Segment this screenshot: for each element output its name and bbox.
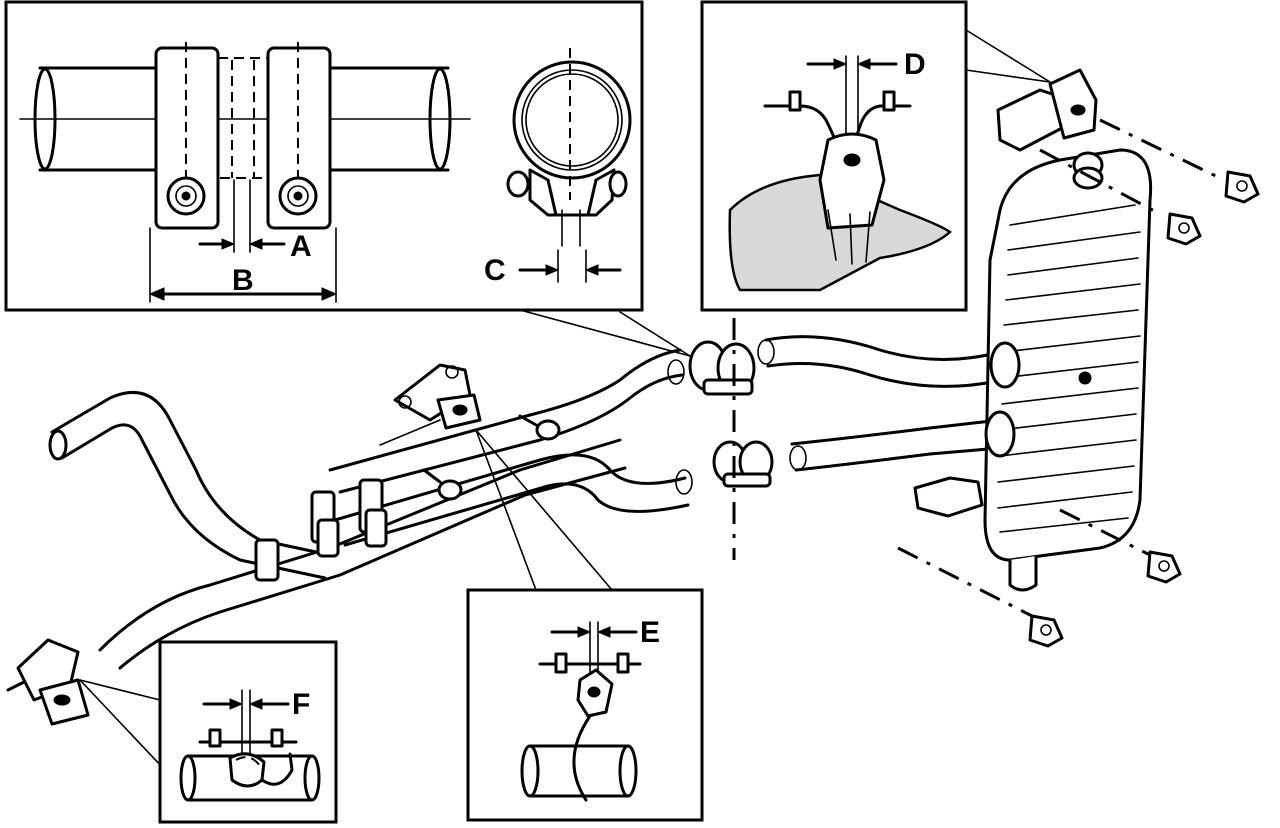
lower-joint-clamp bbox=[675, 440, 807, 495]
label-a: A bbox=[290, 230, 312, 263]
nut-icon bbox=[166, 176, 206, 216]
joint-clamps bbox=[667, 339, 807, 495]
upper-joint-clamp bbox=[667, 339, 775, 396]
inset-clamp-detail: A B C bbox=[4, 0, 644, 312]
bolt-icon bbox=[1028, 614, 1064, 648]
lower-pipe bbox=[98, 438, 627, 670]
bolt-icon bbox=[1146, 550, 1182, 584]
rear-bolts bbox=[1028, 170, 1260, 648]
rear-lower-bracket bbox=[897, 476, 1151, 622]
inset-center-hanger-detail: E bbox=[466, 588, 704, 822]
nut-icon bbox=[278, 176, 318, 216]
label-d: D bbox=[904, 48, 926, 81]
bolt-icon bbox=[1224, 170, 1260, 204]
inset-frame-f bbox=[158, 640, 338, 824]
label-e: E bbox=[640, 616, 660, 649]
clamp-end-view bbox=[506, 48, 632, 247]
front-hanger bbox=[6, 638, 90, 726]
bolt-icon bbox=[422, 468, 463, 501]
label-f: F bbox=[292, 688, 310, 721]
label-c: C bbox=[484, 254, 506, 287]
main-exhaust-assembly bbox=[6, 29, 1260, 823]
bolt-icon bbox=[1166, 212, 1202, 246]
center-bracket bbox=[379, 363, 482, 446]
front-downpipe bbox=[48, 390, 332, 580]
center-bolts bbox=[422, 414, 561, 501]
bolt-icon bbox=[518, 414, 561, 441]
rear-muffler bbox=[983, 148, 1153, 592]
twin-middle-pipes bbox=[328, 348, 690, 547]
inset-front-hanger-detail: F bbox=[158, 640, 338, 824]
pipe-clamps bbox=[254, 478, 388, 582]
rear-inlet-pipes bbox=[764, 335, 1004, 472]
inset-rear-hanger-detail: D bbox=[700, 0, 968, 312]
label-b: B bbox=[232, 264, 254, 297]
rear-upper-bracket bbox=[996, 68, 1221, 216]
